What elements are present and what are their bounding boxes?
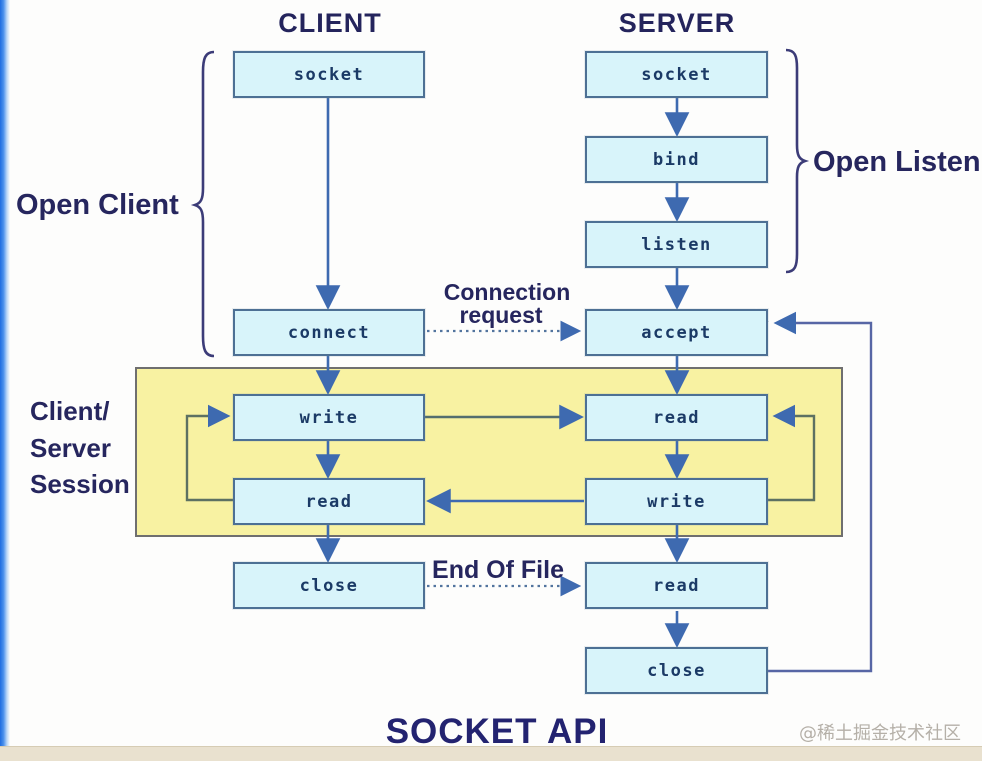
client-connect-box: connect (233, 309, 425, 356)
end-of-file-label: End Of File (432, 556, 564, 584)
server-socket-box: socket (585, 51, 768, 98)
left-edge-bar (0, 0, 10, 761)
open-listen-brace (785, 48, 810, 274)
session-label-line1: Client/ (30, 396, 110, 426)
connection-request-line2: request (459, 302, 543, 328)
server-bind-box: bind (585, 136, 768, 183)
server-close-box: close (585, 647, 768, 694)
server-column-header: SERVER (618, 8, 736, 38)
server-listen-box: listen (585, 221, 768, 268)
client-column-header: CLIENT (278, 8, 382, 38)
watermark: @稀土掘金技术社区 (799, 723, 961, 744)
client-read-box: read (233, 478, 425, 525)
open-client-brace (190, 50, 215, 358)
client-close-box: close (233, 562, 425, 609)
server-write-box: write (585, 478, 768, 525)
connection-request-line1: Connection (443, 279, 571, 305)
open-listen-label: Open Listen (813, 146, 981, 178)
server-read2-box: read (585, 562, 768, 609)
diagram-title: SOCKET API (385, 712, 609, 751)
client-write-box: write (233, 394, 425, 441)
bottom-strip (0, 746, 982, 761)
open-client-label: Open Client (16, 189, 179, 221)
session-label-line2: Server (30, 433, 111, 463)
client-socket-box: socket (233, 51, 425, 98)
server-read-box: read (585, 394, 768, 441)
session-label-line3: Session (30, 469, 130, 499)
server-accept-box: accept (585, 309, 768, 356)
